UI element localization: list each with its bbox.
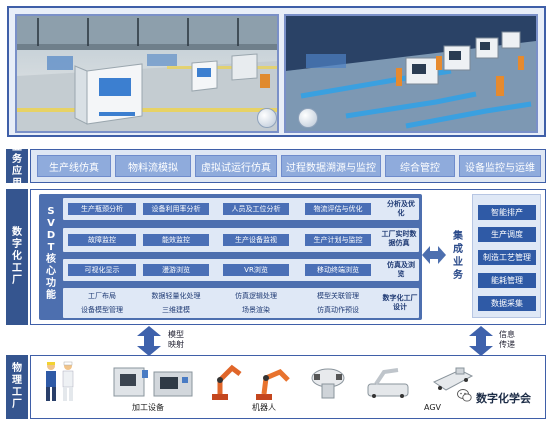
func-utilization-analysis[interactable]: 设备利用率分析 (143, 203, 209, 215)
navigation-ball-icon[interactable] (298, 108, 318, 128)
func-logistics-optimization[interactable]: 物流评估与优化 (305, 203, 371, 215)
workshop-scene-left (17, 16, 277, 131)
core-row-analysis: 生产瓶颈分析 设备利用率分析 人员及工位分析 物流评估与优化 分析及优化 (63, 198, 419, 220)
biz-data-collection[interactable]: 数据采集 (478, 296, 536, 311)
row-tag-realtime: 工厂实时数据仿真 (381, 230, 417, 247)
workshop-3d-view-right (284, 14, 538, 133)
section-tag-digital: 数字化工厂 (6, 189, 28, 325)
app-equipment-monitoring[interactable]: 设备监控与运维 (459, 155, 541, 177)
label-agv: AGV (424, 403, 442, 412)
row-tag-design: 数字化工厂设计 (382, 294, 418, 311)
func-model-association[interactable]: 模型关联管理 (317, 291, 359, 300)
func-data-lightweight[interactable]: 数据轻量化处理 (151, 291, 201, 300)
func-sim-logic[interactable]: 仿真逻辑处理 (235, 291, 277, 300)
double-arrow-vertical-icon (469, 326, 493, 356)
core-row-realtime: 故障监控 能效监控 生产设备监视 生产计划与监控 工厂实时数据仿真 (63, 228, 419, 252)
machining-equipment-icon (113, 367, 193, 397)
agv-icon (432, 367, 474, 391)
section-tag-physical: 物理工厂 (6, 355, 28, 419)
func-plan-monitoring[interactable]: 生产计划与监控 (305, 234, 371, 246)
navigation-ball-icon[interactable] (257, 108, 277, 128)
section-tag-business: 业务应用 (6, 142, 28, 189)
func-scene-rendering[interactable]: 场景渲染 (242, 305, 270, 314)
wechat-logo-icon (457, 389, 472, 402)
func-equipment-model-mgmt[interactable]: 设备模型管理 (81, 305, 123, 314)
func-visual-display[interactable]: 可视化显示 (68, 264, 136, 276)
svdt-core-label: SVDT核心功能 (46, 206, 56, 301)
integration-label: 集成业务 (453, 231, 463, 281)
biz-energy-management[interactable]: 能耗管理 (478, 273, 536, 288)
robot-arm-icon (212, 364, 290, 400)
screenshot-panel (7, 6, 546, 137)
label-machining: 加工设备 (132, 403, 164, 412)
workshop-3d-view-left (15, 14, 279, 133)
func-bottleneck-analysis[interactable]: 生产瓶颈分析 (68, 203, 136, 215)
func-vr-browse[interactable]: VR浏览 (223, 264, 289, 276)
app-virtual-commissioning[interactable]: 虚拟试运行仿真 (195, 155, 277, 177)
func-factory-layout[interactable]: 工厂布局 (88, 291, 116, 300)
double-arrow-horizontal-icon (422, 246, 446, 264)
app-integrated-control[interactable]: 综合管控 (385, 155, 455, 177)
core-row-browse: 可视化显示 漫游浏览 VR浏览 移动终端浏览 仿真及浏览 (63, 259, 419, 281)
label-robot: 机器人 (252, 403, 276, 412)
watermark-text: 数字化学会 (476, 392, 531, 405)
func-staff-station-analysis[interactable]: 人员及工位分析 (223, 203, 289, 215)
func-energy-monitoring[interactable]: 能效监控 (143, 234, 209, 246)
section-tag-digital-label: 数字化工厂 (12, 227, 22, 286)
row-tag-analysis: 分析及优化 (387, 200, 415, 217)
app-production-line-sim[interactable]: 生产线仿真 (37, 155, 111, 177)
collaborative-robot-icon (311, 368, 409, 399)
biz-process-management[interactable]: 制造工艺管理 (478, 250, 536, 265)
arrow-label-info-transfer: 信息传递 (499, 330, 515, 349)
workers-icon (46, 361, 74, 401)
func-sim-action-preset[interactable]: 仿真动作预设 (317, 305, 359, 314)
section-tag-physical-label: 物理工厂 (12, 363, 22, 410)
func-mobile-browse[interactable]: 移动终端浏览 (305, 264, 371, 276)
biz-production-dispatch[interactable]: 生产调度 (478, 227, 536, 242)
func-equipment-monitor[interactable]: 生产设备监视 (223, 234, 289, 246)
biz-smart-scheduling[interactable]: 智能排产 (478, 205, 536, 220)
business-apps-band: 生产线仿真 物料流模拟 虚拟试运行仿真 过程数据溯源与监控 综合管控 设备监控与… (30, 149, 546, 183)
section-tag-business-label: 业务应用 (12, 142, 22, 189)
func-fault-monitoring[interactable]: 故障监控 (68, 234, 136, 246)
double-arrow-vertical-icon (137, 326, 161, 356)
func-roaming-browse[interactable]: 漫游浏览 (143, 264, 209, 276)
core-row-design: 工厂布局 数据轻量化处理 仿真逻辑处理 模型关联管理 设备模型管理 三维建模 场… (63, 288, 419, 318)
arrow-label-model-mapping: 模型映射 (168, 330, 184, 349)
app-material-flow-sim[interactable]: 物料流模拟 (115, 155, 191, 177)
integration-panel: 智能排产 生产调度 制造工艺管理 能耗管理 数据采集 (472, 194, 541, 318)
app-process-data-trace[interactable]: 过程数据溯源与监控 (281, 155, 381, 177)
workshop-scene-right (286, 16, 536, 131)
func-3d-modeling[interactable]: 三维建模 (162, 305, 190, 314)
row-tag-browse: 仿真及浏览 (387, 261, 415, 278)
